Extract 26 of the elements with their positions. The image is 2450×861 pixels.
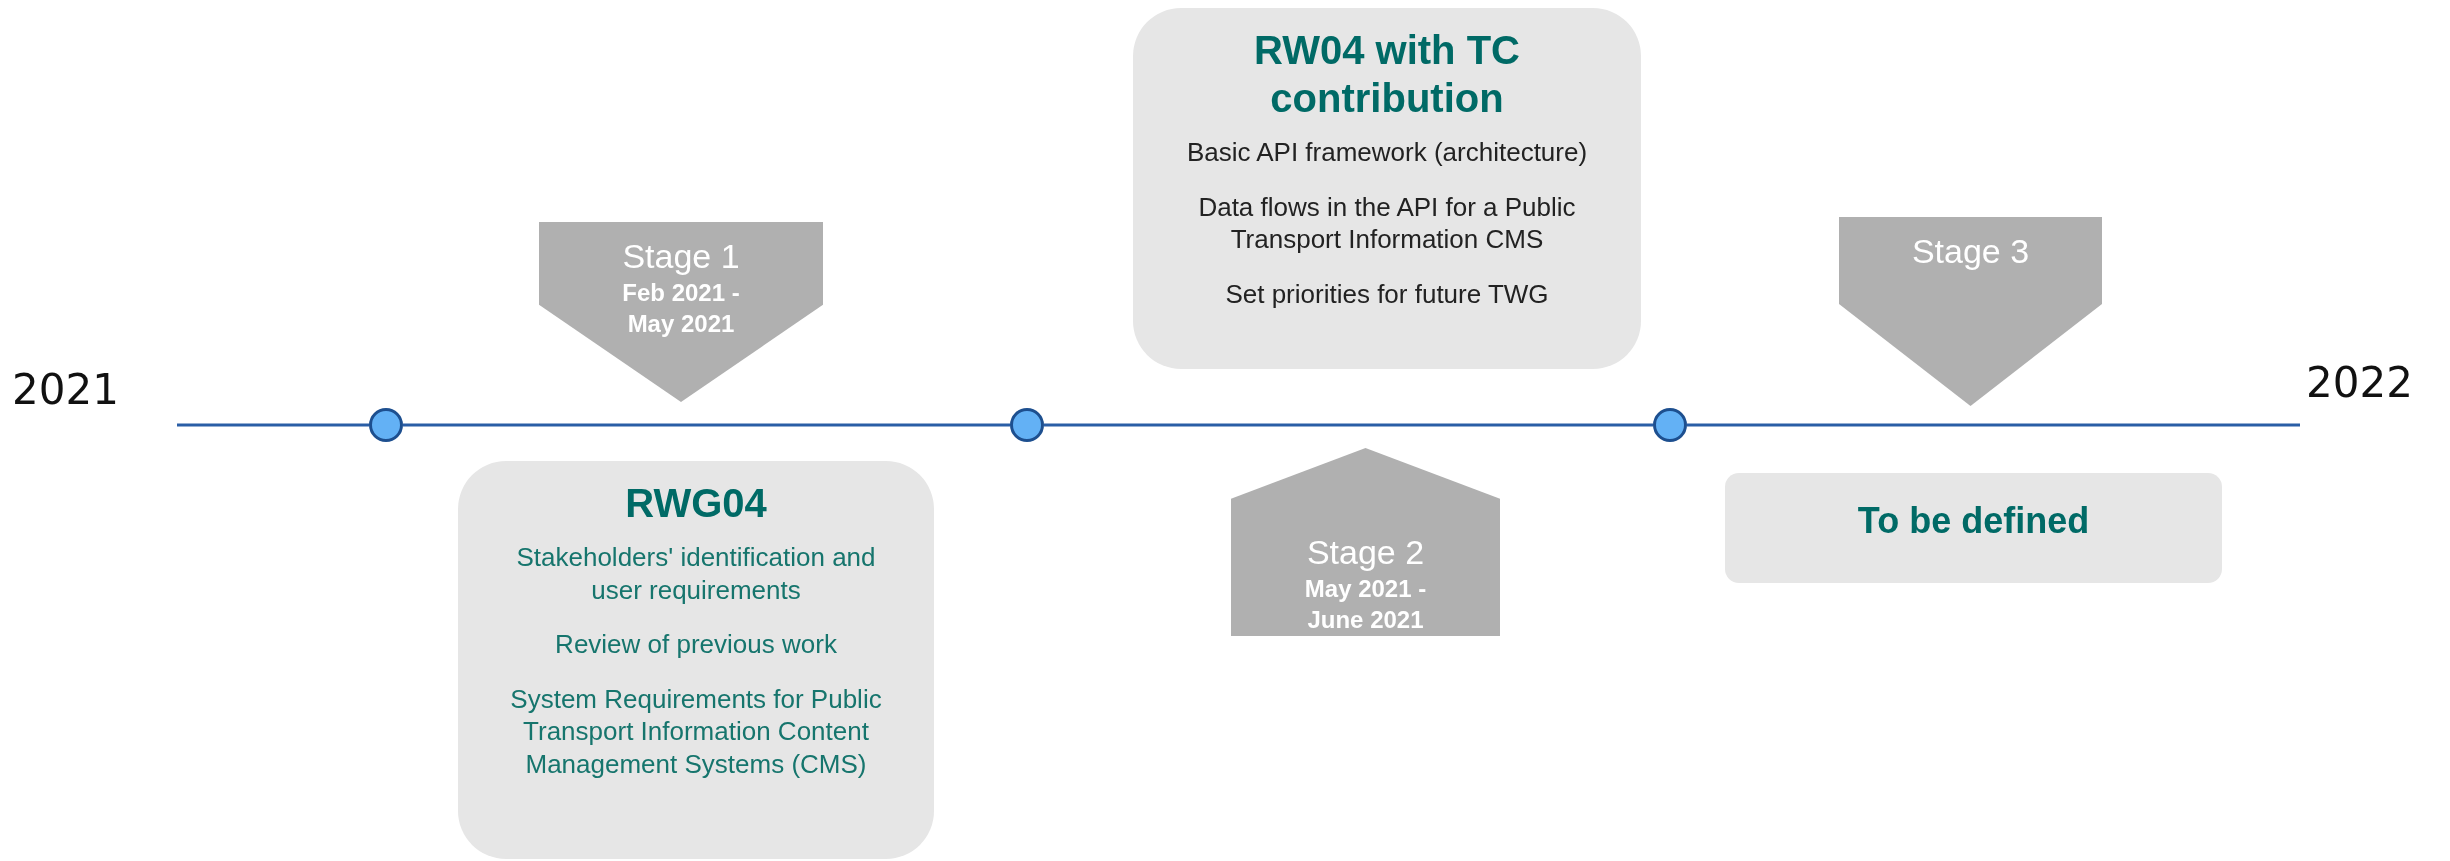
timeline-line [403, 423, 1010, 427]
milestone-card [1133, 8, 1641, 369]
timeline-dot [369, 408, 403, 442]
task-text: Stakeholders' identification and user requirements [515, 541, 877, 606]
timeline-line [1687, 423, 2300, 427]
stage-dates: May 2021 - June 2021 [1303, 573, 1428, 635]
card-heading: To be defined [1857, 499, 2090, 543]
card-heading: RW04 with TC contribution [1253, 27, 1521, 122]
stage-title: Stage 1 [622, 236, 740, 277]
milestone-card [1725, 473, 2222, 583]
timeline-line [177, 423, 369, 427]
task-text: System Requirements for Public Transport Information Content Management Systems (CMS) [509, 682, 883, 780]
stage-dates: Feb 2021 - May 2021 [621, 277, 741, 339]
timeline-dot [1653, 408, 1687, 442]
task-text: Set priorities for future TWG [1225, 277, 1549, 310]
task-text: Review of previous work [555, 628, 837, 661]
timeline-dot [1010, 408, 1044, 442]
milestone-card [458, 461, 934, 859]
task-text: Basic API framework (architecture) [1186, 136, 1588, 169]
timeline-line [1044, 423, 1653, 427]
year-label: 2022 [2306, 358, 2413, 407]
card-heading: RWG04 [625, 480, 767, 527]
task-text: Data flows in the API for a Public Transport Information CMS [1197, 190, 1577, 256]
stage-title: Stage 2 [1306, 532, 1425, 573]
stage-title: Stage 3 [1911, 231, 2030, 272]
year-label: 2021 [12, 365, 119, 414]
